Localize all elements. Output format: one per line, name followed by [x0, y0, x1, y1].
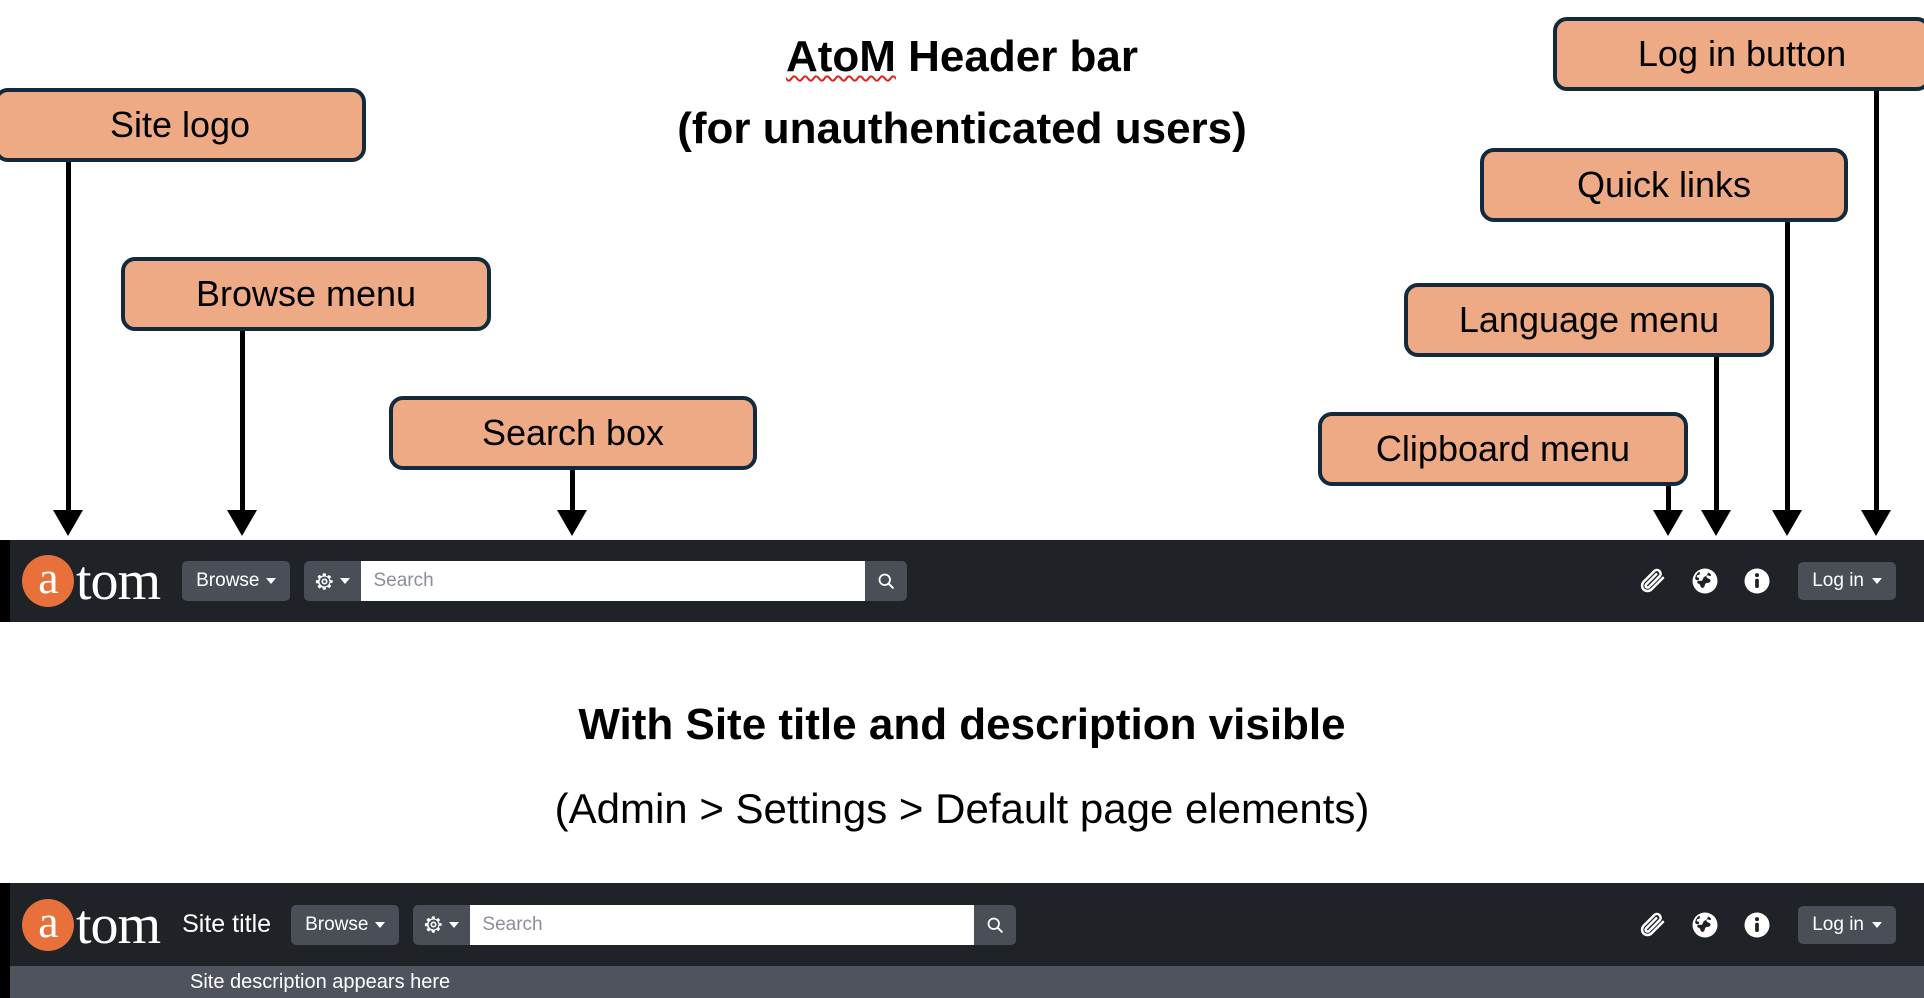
browse-menu-button[interactable]: Browse — [291, 904, 400, 945]
callout-search-box: Search box — [389, 396, 757, 470]
logo-wordmark: tom — [76, 893, 161, 956]
arrowhead-search-box — [557, 510, 587, 536]
log-in-button[interactable]: Log in — [1798, 562, 1896, 600]
callout-quick-links: Quick links — [1480, 148, 1848, 222]
arrowhead-clipboard-menu — [1653, 510, 1683, 536]
arrowhead-browse-menu — [227, 510, 257, 536]
site-logo[interactable]: a tom — [22, 549, 161, 613]
header-right-icons: Log in — [1638, 562, 1924, 600]
globe-language-icon[interactable] — [1690, 566, 1720, 596]
clipboard-paperclip-icon[interactable] — [1638, 566, 1668, 596]
arrowhead-site-logo — [53, 510, 83, 536]
atom-header-bar-with-site-title: a tom Site title Browse — [0, 883, 1924, 966]
chevron-down-icon — [1872, 578, 1882, 584]
site-logo[interactable]: a tom — [22, 893, 161, 957]
arrowhead-quick-links — [1772, 510, 1802, 536]
page-title-rest: Header bar — [895, 32, 1139, 81]
callout-site-logo-label: Site logo — [109, 104, 251, 145]
site-title: Site title — [182, 910, 272, 938]
leader-log-in-button — [1874, 91, 1879, 517]
search-input[interactable] — [470, 904, 975, 945]
logo-a-circle: a — [22, 898, 74, 951]
callout-log-in-button: Log in button — [1553, 17, 1924, 91]
callout-clipboard-menu-label: Clipboard menu — [1375, 428, 1631, 469]
search-settings-dropdown[interactable] — [304, 561, 362, 601]
page-title-atom: AtoM — [785, 32, 896, 81]
callout-clipboard-menu: Clipboard menu — [1318, 412, 1688, 486]
atom-header-bar-unauthenticated: a tom Browse — [0, 540, 1924, 622]
search-icon — [988, 917, 1004, 933]
header-right-icons: Log in — [1638, 905, 1924, 944]
arrowhead-log-in-button — [1861, 510, 1891, 536]
search-box — [304, 561, 908, 601]
callout-quick-links-label: Quick links — [1576, 164, 1752, 205]
leader-browse-menu — [240, 331, 245, 517]
search-icon — [879, 573, 895, 589]
globe-language-icon[interactable] — [1690, 910, 1720, 940]
gear-icon — [316, 572, 334, 590]
callout-log-in-button-label: Log in button — [1637, 33, 1847, 74]
callout-language-menu: Language menu — [1404, 283, 1774, 357]
log-in-label: Log in — [1812, 913, 1864, 935]
browse-menu-label: Browse — [305, 913, 369, 935]
callout-browse-menu-label: Browse menu — [195, 273, 417, 314]
chevron-down-icon — [340, 578, 351, 584]
logo-wordmark: tom — [76, 550, 161, 612]
leader-language-menu — [1714, 357, 1719, 517]
callout-browse-menu: Browse menu — [121, 257, 491, 331]
callout-search-box-label: Search box — [481, 412, 665, 453]
chevron-down-icon — [266, 578, 277, 584]
log-in-button[interactable]: Log in — [1798, 905, 1896, 944]
search-settings-dropdown[interactable] — [413, 904, 471, 945]
leader-site-logo — [66, 162, 71, 517]
search-input[interactable] — [361, 561, 866, 601]
callout-language-menu-label: Language menu — [1458, 299, 1720, 340]
page-title: AtoM Header bar — [0, 32, 1924, 82]
search-box — [413, 904, 1017, 945]
chevron-down-icon — [449, 921, 460, 928]
leader-search-box — [570, 470, 575, 517]
section2-title: With Site title and description visible — [578, 700, 1346, 749]
leader-clipboard-menu — [1666, 486, 1671, 517]
site-description-bar: Site description appears here — [0, 966, 1924, 998]
leader-quick-links — [1785, 222, 1790, 517]
arrowhead-language-menu — [1701, 510, 1731, 536]
callout-site-logo: Site logo — [0, 88, 366, 162]
search-submit-button[interactable] — [865, 561, 908, 601]
gear-icon — [425, 916, 443, 933]
info-quicklinks-icon[interactable] — [1742, 910, 1772, 940]
page-subtitle: (for unauthenticated users) — [677, 104, 1247, 153]
log-in-label: Log in — [1812, 570, 1864, 591]
search-submit-button[interactable] — [974, 904, 1017, 945]
site-description-text: Site description appears here — [190, 970, 451, 993]
chevron-down-icon — [1872, 921, 1882, 928]
section2-subtitle: (Admin > Settings > Default page element… — [554, 785, 1370, 832]
browse-menu-label: Browse — [196, 570, 260, 591]
info-quicklinks-icon[interactable] — [1742, 566, 1772, 596]
browse-menu-button[interactable]: Browse — [182, 561, 291, 601]
logo-a-circle: a — [22, 555, 74, 607]
chevron-down-icon — [375, 921, 386, 928]
clipboard-paperclip-icon[interactable] — [1638, 910, 1668, 940]
